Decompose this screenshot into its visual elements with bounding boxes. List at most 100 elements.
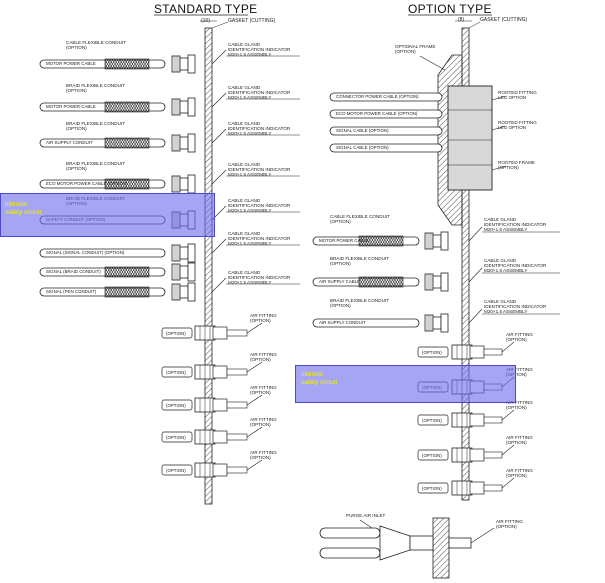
standard-cable-gland-4-nut-2 xyxy=(179,177,189,191)
option-air-tail-3 xyxy=(483,416,503,424)
standard-connector-label-2: CABLE GLAND IDENTIFICATION INDICATOR M20… xyxy=(228,85,291,101)
option-top-cable-1-label: CONNECTOR POWER CABLE (OPTION) xyxy=(336,94,419,99)
standard-cable-gland-4-nut-3 xyxy=(187,174,196,194)
standard-cable-gland-8-nut-3 xyxy=(187,262,196,282)
standard-air-tail-5 xyxy=(226,466,248,474)
option-top-cable-2-label: ECO MOTOR POWER CABLE (OPTION) xyxy=(336,111,418,116)
option-cable-3-label: AIR SUPPLY CONDUIT xyxy=(319,320,366,325)
option-top-cable-2-tube xyxy=(329,109,443,119)
standard-cable-note-3: BRAID FLEXIBLE CONDUIT (OPTION) xyxy=(66,121,125,132)
standard-air-leader-2 xyxy=(246,361,263,373)
option-cable-2-label: AIR SUPPLY CABLE xyxy=(319,279,361,284)
option-top-cable-4-label: SIGNAL CABLE (OPTION) xyxy=(336,145,389,150)
standard-air-fitting-label-4: AIR FITTING (OPTION) xyxy=(250,417,277,428)
standard-cable-gland-1 xyxy=(171,54,196,74)
option-right-leader-3 xyxy=(491,165,507,171)
purge-outlet xyxy=(448,537,472,549)
standard-gland-leader-3 xyxy=(211,128,227,144)
option-top-cable-3-tube xyxy=(329,126,443,136)
standard-air-fitting-label-2: AIR FITTING (OPTION) xyxy=(250,352,277,363)
option-cable-gland-1 xyxy=(424,231,449,251)
purge-hose-1 xyxy=(319,527,381,539)
standard-air-leader-3 xyxy=(246,394,263,406)
standard-air-leader-4 xyxy=(246,426,263,438)
option-right-label-1: ROOTED FITTING LEG OPTION xyxy=(498,90,537,101)
standard-option-tag-box-2 xyxy=(161,366,193,378)
standard-cable-3-label: AIR SUPPLY CONDUIT xyxy=(46,140,93,145)
purge-air-fitting-label: AIR FITTING (OPTION) xyxy=(496,519,523,530)
standard-cable-3 xyxy=(39,137,166,149)
option-gland-leader-3 xyxy=(468,308,483,324)
standard-cable-2-braid xyxy=(104,101,150,113)
option-top-cable-3 xyxy=(329,126,443,136)
option-cable-gland-3 xyxy=(424,313,449,333)
option-connector-label-1: CABLE GLAND IDENTIFICATION INDICATOR M20… xyxy=(484,217,547,233)
standard-cable-gland-8-nut-2 xyxy=(179,265,189,279)
standard-cable-gland-1-nut-2 xyxy=(179,57,189,71)
purge-air-inlet-label: PURGE AIR INLET xyxy=(346,513,386,518)
option-cable-gland-3-nut-2 xyxy=(432,316,442,330)
standard-cable-gland-4 xyxy=(171,174,196,194)
option-option-tag-box-3 xyxy=(417,414,449,426)
standard-gland-leader-4 xyxy=(211,169,227,185)
option-cable-gland-2-nut-3 xyxy=(440,272,449,292)
option-option-tag-5: (OPTION) xyxy=(422,486,442,491)
standard-air-leader-1 xyxy=(246,322,263,334)
standard-cable-gland-3 xyxy=(171,133,196,153)
option-cable-note-1: CABLE FLEXIBLE CONDUIT (OPTION) xyxy=(330,214,390,225)
option-option-tag-box-5 xyxy=(417,482,449,494)
standard-air-fitting-label-3: AIR FITTING (OPTION) xyxy=(250,385,277,396)
standard-cable-gland-6 xyxy=(171,243,196,263)
standard-air-tail-1 xyxy=(226,329,248,337)
standard-cable-4-label: ECO MOTOR POWER CABLE (OPTION) xyxy=(46,181,128,186)
option-gland-leader-1 xyxy=(468,226,483,242)
standard-cable-gland-1-nut-3 xyxy=(187,54,196,74)
option-type-title: OPTION TYPE xyxy=(408,2,492,16)
option-option-tag-box-4 xyxy=(417,449,449,461)
option-connector-block xyxy=(447,85,493,191)
purge-fitting-body xyxy=(409,535,434,551)
option-frame-leader xyxy=(419,55,446,71)
standard-cable-6-label: SIGNAL (SIGNAL CONDUIT) (OPTION) xyxy=(46,250,125,255)
option-air-fitting-label-4: AIR FITTING (OPTION) xyxy=(506,435,533,446)
option-option-tag-4: (OPTION) xyxy=(422,453,442,458)
option-air-fitting-label-1: AIR FITTING (OPTION) xyxy=(506,332,533,343)
standard-cable-6-tube xyxy=(39,248,166,258)
option-top-cable-3-label: SIGNAL CABLE (OPTION) xyxy=(336,128,389,133)
standard-connector-label-6: CABLE GLAND IDENTIFICATION INDICATOR M20… xyxy=(228,231,291,247)
option-connector-label-3: CABLE GLAND IDENTIFICATION INDICATOR M20… xyxy=(484,299,547,315)
option-top-cable-1-tube xyxy=(329,92,443,102)
option-air-tail-1 xyxy=(483,348,503,356)
standard-air-fitting-label-5: AIR FITTING (OPTION) xyxy=(250,450,277,461)
standard-connector-label-7: CABLE GLAND IDENTIFICATION INDICATOR M20… xyxy=(228,270,291,286)
standard-gland-leader-2 xyxy=(211,92,227,108)
standard-cable-gland-3-nut-2 xyxy=(179,136,189,150)
option-cable-1 xyxy=(312,235,420,247)
option-cable-note-3: BRAID FLEXIBLE CONDUIT (OPTION) xyxy=(330,298,389,309)
standard-option-tag-box-1 xyxy=(161,327,193,339)
standard-air-nut-1 xyxy=(212,326,228,340)
purge-y-joint xyxy=(379,525,411,561)
standard-cable-2-label: MOTOR POWER CABLE xyxy=(46,104,96,109)
standard-air-nut-5 xyxy=(212,463,228,477)
standard-connector-label-5: CABLE GLAND IDENTIFICATION INDICATOR M20… xyxy=(228,198,291,214)
option-cable-3-tube xyxy=(312,318,420,328)
standard-dimension: (10) xyxy=(201,18,210,24)
option-air-tail-5 xyxy=(483,484,503,492)
standard-cable-3-braid xyxy=(104,137,150,149)
standard-type-title: STANDARD TYPE xyxy=(154,2,258,16)
option-option-tag-3: (OPTION) xyxy=(422,418,442,423)
option-cable-gland-3-nut-3 xyxy=(440,313,449,333)
option-right-leader-1 xyxy=(491,95,507,101)
standard-cable-4 xyxy=(39,178,166,190)
purge-fitting-leader xyxy=(470,527,495,544)
standard-cable-2 xyxy=(39,101,166,113)
standard-air-nut-2 xyxy=(212,365,228,379)
standard-cable-note-2: BRAID FLEXIBLE CONDUIT (OPTION) xyxy=(66,83,125,94)
option-gland-leader-2 xyxy=(468,267,483,283)
standard-cable-gland-7-nut-3 xyxy=(187,282,196,302)
intrinsic-safety-label-left: intrinsic safety circuit xyxy=(5,201,42,216)
standard-cable-note-4: BRAID FLEXIBLE CONDUIT (OPTION) xyxy=(66,161,125,172)
